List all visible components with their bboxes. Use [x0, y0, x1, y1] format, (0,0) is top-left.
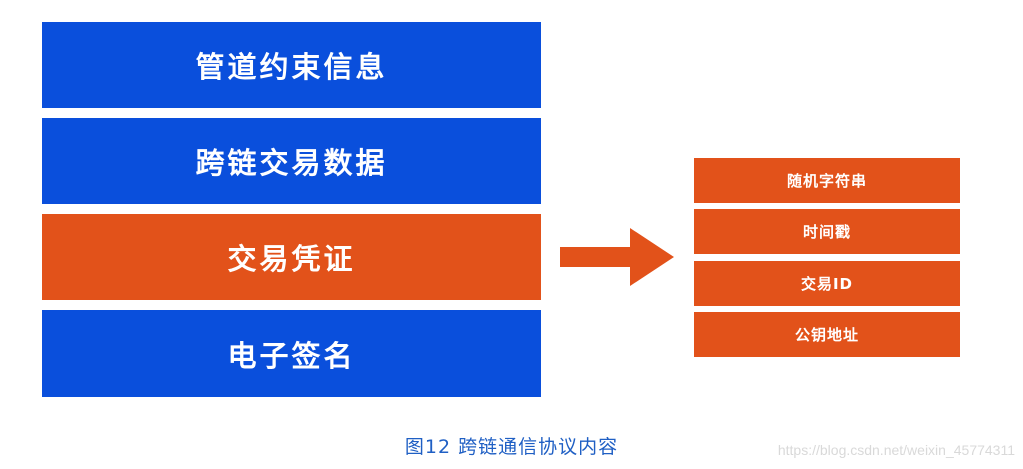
- watermark-url: https://blog.csdn.net/weixin_45774311: [777, 442, 1015, 458]
- voucher-field-public-key-address: 公钥地址: [694, 312, 960, 357]
- voucher-field-transaction-id: 交易ID: [694, 261, 960, 306]
- right-arrow-icon: [560, 228, 674, 286]
- stack-block-crosschain-data: 跨链交易数据: [42, 118, 541, 204]
- stack-block-pipeline-constraint: 管道约束信息: [42, 22, 541, 108]
- stack-block-transaction-voucher: 交易凭证: [42, 214, 541, 300]
- voucher-field-random-string: 随机字符串: [694, 158, 960, 203]
- voucher-field-timestamp: 时间戳: [694, 209, 960, 254]
- stack-block-digital-signature: 电子签名: [42, 310, 541, 397]
- figure-caption: 图12 跨链通信协议内容: [404, 436, 619, 458]
